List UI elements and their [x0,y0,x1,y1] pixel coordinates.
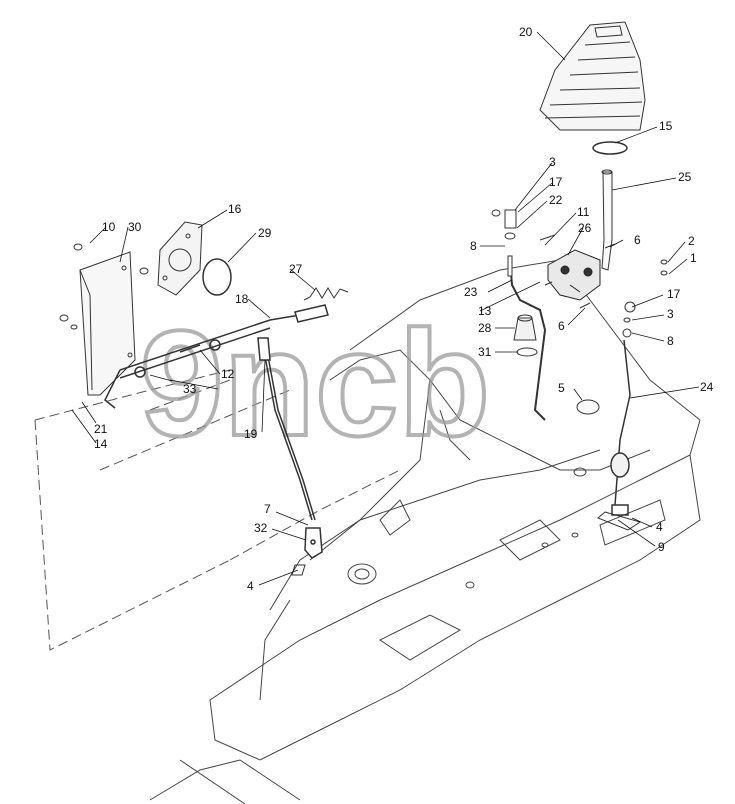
callout-1: 1 [690,251,697,265]
cable-19 [257,337,323,559]
callout-16: 16 [228,202,242,216]
callout-5: 5 [558,381,565,395]
gasket-29 [202,258,232,296]
callout-23: 23 [464,285,478,299]
shift-lever-25 [601,169,613,271]
rod-24 [610,339,631,516]
callout-11: 11 [577,205,590,219]
callout-4-left: 4 [247,579,254,593]
callout-20: 20 [519,25,533,39]
callout-15: 15 [659,119,673,133]
floor-panel-outline [34,369,401,651]
callout-12: 12 [221,367,235,381]
callout-3-right: 3 [667,307,674,321]
callout-32: 32 [254,521,268,535]
ring-31 [516,347,538,357]
callout-21: 21 [94,422,108,436]
callout-8-top: 8 [470,239,477,253]
callout-31: 31 [478,345,492,359]
callout-3-top: 3 [549,155,556,169]
callout-30: 30 [128,220,142,234]
callout-10: 10 [102,220,116,234]
callout-28: 28 [478,321,492,335]
callout-19: 19 [244,427,258,441]
shift-rod-23 [509,259,547,421]
callout-labels: 20 15 25 3 17 22 11 26 6 2 1 8 23 13 28 … [94,25,714,593]
callout-27: 27 [289,262,303,276]
callout-8-right: 8 [667,334,674,348]
leader-lines [71,31,700,586]
shaft-assembly [104,304,329,409]
callout-22: 22 [549,193,563,207]
watermark: 9ncb TM [138,297,533,469]
callout-17-top: 17 [549,175,563,189]
callout-25: 25 [678,170,692,184]
callout-14: 14 [94,437,108,451]
hardware-items [291,209,668,576]
callout-7: 7 [264,502,271,516]
callout-2: 2 [688,234,695,248]
callout-17-right: 17 [667,287,681,301]
svg-text:9ncb: 9ncb [140,299,490,467]
bracket-plate-16 [157,221,203,296]
callout-13: 13 [478,304,492,318]
plug-5 [576,399,600,415]
callout-33: 33 [183,382,197,396]
boot-28 [513,314,537,341]
ring-15 [592,141,628,155]
shift-boot [539,21,646,131]
callout-6-mid: 6 [558,319,565,333]
callout-4-right: 4 [656,520,663,534]
shift-bracket-26 [547,249,601,301]
callout-24: 24 [700,380,714,394]
callout-18: 18 [235,292,249,306]
callout-29: 29 [258,226,272,240]
callout-26: 26 [578,221,592,235]
callout-6-top: 6 [634,233,641,247]
callout-9: 9 [658,540,665,554]
